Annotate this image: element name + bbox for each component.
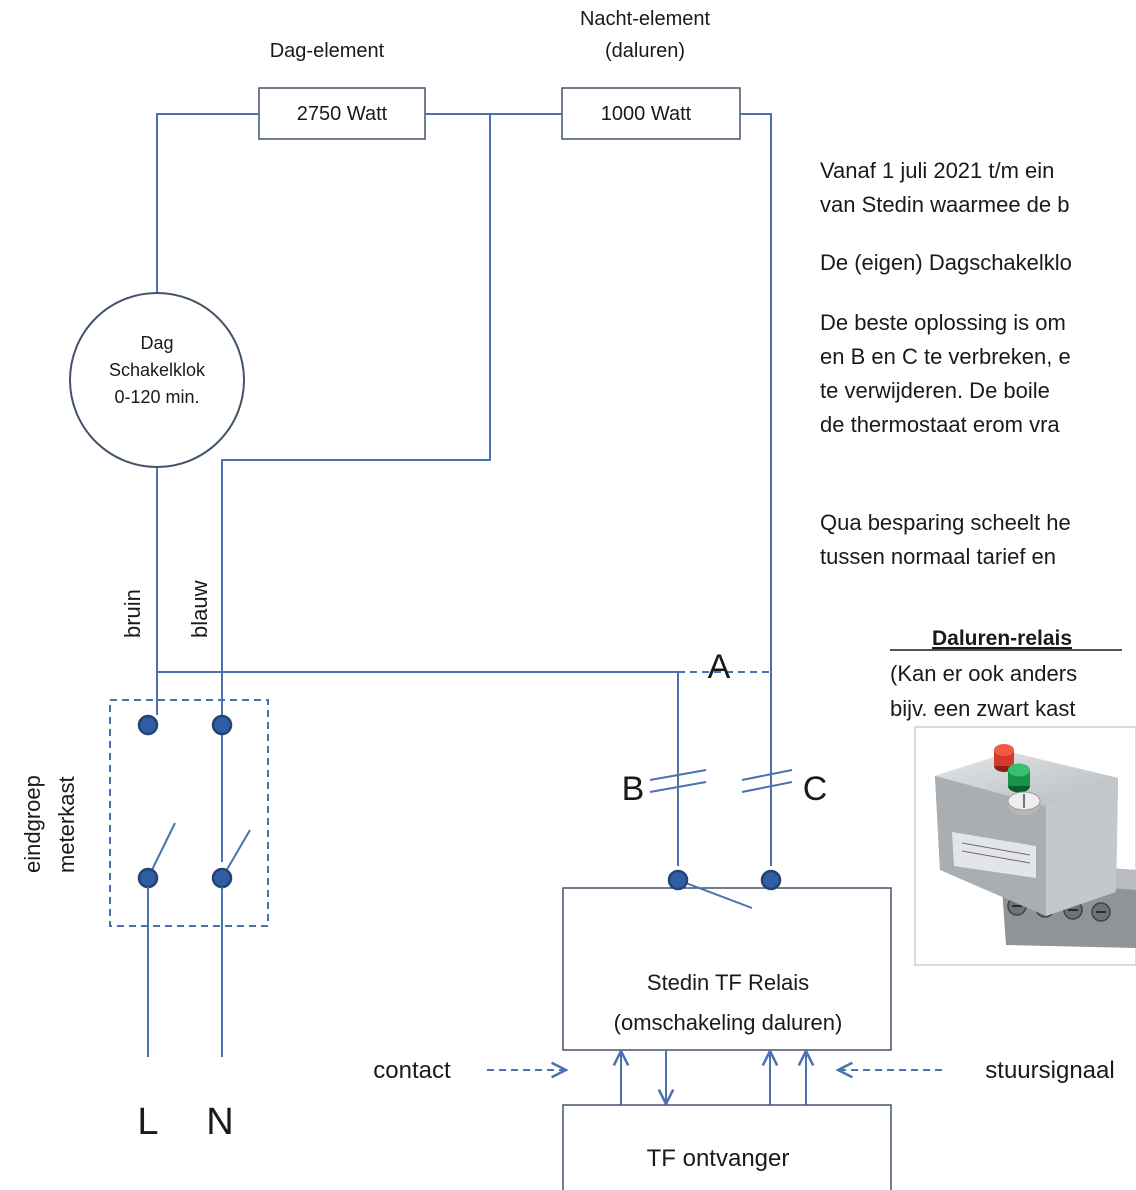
relay-photo	[914, 726, 1136, 966]
nacht-element-label: Nacht-element	[580, 8, 711, 30]
nacht-element-sublabel: (daluren)	[605, 40, 685, 62]
clock-label-line1: Dag	[140, 333, 173, 353]
eindgroep-label-2: meterkast	[54, 776, 79, 873]
tf-ontvanger-box	[562, 1104, 892, 1190]
text-p3-line1: De beste oplossing is om	[820, 310, 1066, 335]
wire-to-relay	[157, 671, 679, 866]
dag-element-box	[258, 87, 426, 140]
relais-label-line1: Stedin TF Relais	[647, 970, 809, 995]
relais-terminal-right	[760, 869, 782, 891]
relais-terminal-left	[667, 869, 689, 891]
contact-label: contact	[373, 1057, 451, 1084]
terminal-n-top	[211, 714, 233, 736]
nacht-element-box	[561, 87, 741, 140]
eindgroep-box	[109, 699, 269, 927]
relais-switch-blade	[677, 879, 753, 909]
nacht-element-watt: 1000 Watt	[601, 103, 692, 125]
stuursignaal-label: stuursignaal	[985, 1057, 1114, 1084]
point-b-label: B	[622, 770, 645, 808]
clock-label-line2: Schakelklok	[109, 360, 206, 380]
clock-label-line3: 0-120 min.	[114, 387, 199, 407]
text-p3-line4: de thermostaat erom vra	[820, 412, 1060, 437]
terminal-l-top	[137, 714, 159, 736]
cut-mark-b	[649, 769, 707, 793]
label-n: N	[206, 1101, 233, 1143]
dag-schakelklok	[69, 292, 245, 468]
relais-title: Daluren-relais	[932, 627, 1072, 650]
relais-label-line2: (omschakeling daluren)	[614, 1010, 843, 1035]
tf-ontvanger-label: TF ontvanger	[647, 1145, 790, 1172]
text-p1-line2: van Stedin waarmee de b	[820, 192, 1070, 217]
dag-element-label: Dag-element	[270, 40, 385, 62]
point-a-label: A	[708, 648, 731, 686]
text-p4-line2: tussen normaal tarief en	[820, 544, 1056, 569]
terminal-l-bottom	[137, 867, 159, 889]
cut-mark-c	[741, 769, 793, 793]
label-l: L	[137, 1101, 158, 1143]
wire-label-blauw: blauw	[187, 580, 212, 638]
dag-element-watt: 2750 Watt	[297, 103, 388, 125]
wire-label-bruin: bruin	[120, 589, 145, 638]
text-p1-line1: Vanaf 1 juli 2021 t/m ein	[820, 158, 1054, 183]
relais-note-line1: (Kan er ook anders	[890, 661, 1077, 686]
eindgroep-label-1: eindgroep	[20, 775, 45, 873]
text-p2-line1: De (eigen) Dagschakelklo	[820, 250, 1072, 275]
relais-note-line2: bijv. een zwart kast	[890, 696, 1075, 721]
point-c-label: C	[803, 770, 828, 808]
text-p3-line2: en B en C te verbreken, e	[820, 344, 1071, 369]
text-p3-line3: te verwijderen. De boile	[820, 378, 1050, 403]
text-p4-line1: Qua besparing scheelt he	[820, 510, 1071, 535]
terminal-n-bottom	[211, 867, 233, 889]
signal-arrows	[621, 1051, 806, 1105]
stedin-tf-relais-box	[562, 887, 892, 1051]
